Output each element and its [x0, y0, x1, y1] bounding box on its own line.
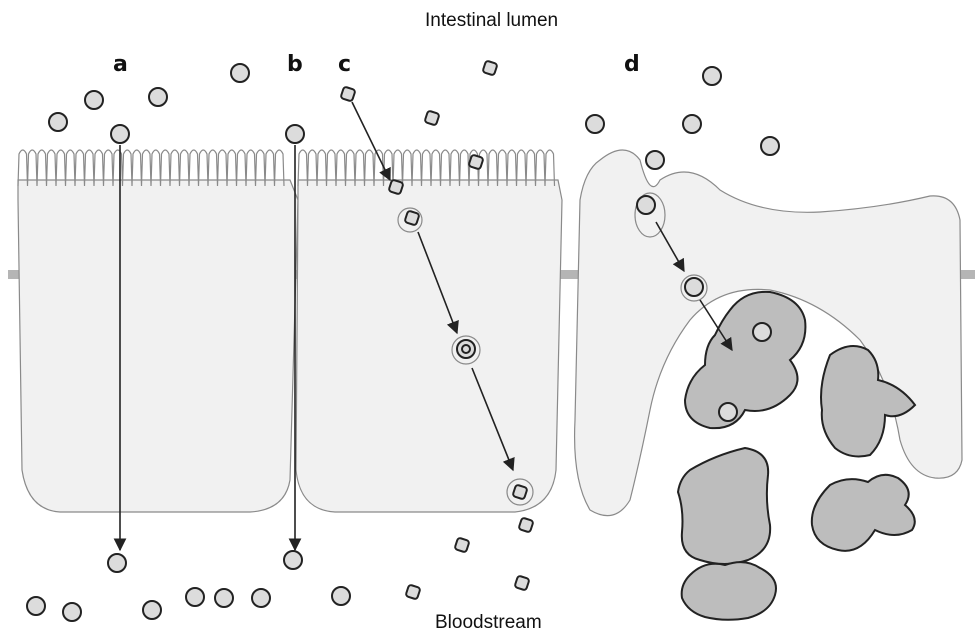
antigen-particle: [108, 554, 126, 572]
antigen-particle: [252, 589, 270, 607]
antigen-particle: [186, 588, 204, 606]
arrow-transcytosis-c1: [352, 102, 390, 180]
enterocyte-middle: [296, 180, 562, 512]
intestinal-lumen-label: Intestinal lumen: [425, 10, 558, 32]
antigen-particle: [231, 64, 249, 82]
antigen-particle: [149, 88, 167, 106]
macromolecule-particle: [388, 179, 403, 194]
antigen-particle: [683, 115, 701, 133]
panel-label-b: b: [287, 52, 303, 77]
panel-label-d: d: [624, 52, 640, 77]
antigen-particle: [703, 67, 721, 85]
panel-label-c: c: [338, 52, 351, 77]
antigen-particle: [286, 125, 304, 143]
lymphoid-cell-middle: [678, 448, 770, 564]
macromolecule-particle: [404, 210, 419, 225]
panel-label-a: a: [113, 52, 128, 77]
antigen-particle: [284, 551, 302, 569]
macromolecule-particle: [405, 584, 420, 599]
antigen-particle: [27, 597, 45, 615]
lymphoid-cell-upper: [685, 292, 805, 428]
antigen-particle: [63, 603, 81, 621]
macromolecule-particle: [512, 484, 527, 499]
macromolecule-particle: [468, 154, 483, 169]
enterocyte-left: [18, 180, 298, 512]
antigen-particle: [637, 196, 655, 214]
bloodstream-label: Bloodstream: [435, 612, 542, 634]
macromolecule-particle: [518, 517, 533, 532]
antigen-particle: [719, 403, 737, 421]
macromolecule-particle: [340, 86, 355, 101]
antigen-particle: [753, 323, 771, 341]
macromolecule-particle: [424, 110, 439, 125]
antigen-particle: [646, 151, 664, 169]
macromolecule-particle: [482, 60, 497, 75]
lymphoid-cell-bottom: [682, 562, 776, 620]
antigen-particle-core: [462, 345, 470, 353]
antigen-particle: [586, 115, 604, 133]
antigen-particle: [111, 125, 129, 143]
antigen-particle: [85, 91, 103, 109]
antigen-particle: [761, 137, 779, 155]
antigen-particle: [685, 278, 703, 296]
macromolecule-particle: [514, 575, 529, 590]
antigen-particle: [332, 587, 350, 605]
antigen-particle: [215, 589, 233, 607]
macromolecule-particle: [454, 537, 469, 552]
antigen-particle: [143, 601, 161, 619]
lymphoid-cell-lower-right: [812, 475, 915, 551]
antigen-particle: [49, 113, 67, 131]
